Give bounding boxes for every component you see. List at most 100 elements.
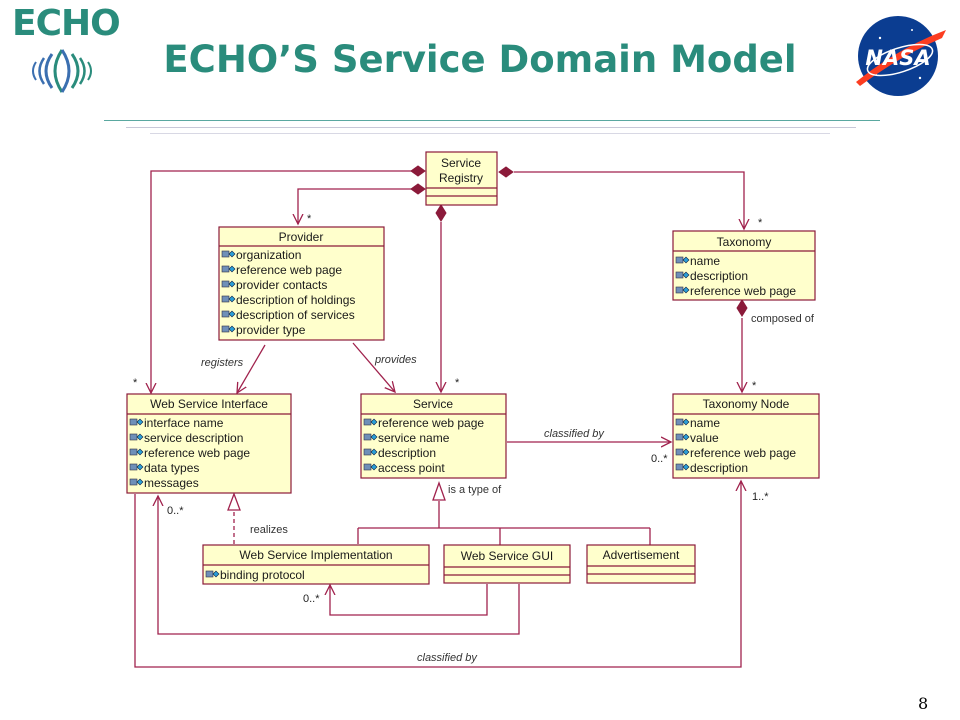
mult-taxnode-0n: 0..* (651, 453, 668, 465)
generalization-triangle (432, 481, 446, 501)
title-rule-light (150, 133, 830, 134)
assoc-gui-impl (330, 584, 488, 616)
attribute-icon (363, 448, 378, 456)
diamond-registry-wsi (410, 165, 426, 177)
attribute-icon (675, 286, 690, 294)
class-advertisement (586, 544, 696, 584)
attribute-icon (363, 418, 378, 426)
realization-triangle (227, 492, 241, 511)
attribute-icon (221, 265, 236, 273)
label-is-a-type-of: is a type of (448, 484, 502, 496)
attribute-icon (363, 433, 378, 441)
attribute-icon (363, 463, 378, 471)
assoc-registry-taxonomy (514, 171, 744, 229)
attribute-label: provider contacts (236, 278, 327, 292)
attribute-label: service name (378, 431, 450, 445)
class-web-service-interface (126, 393, 292, 494)
service-title: Service (413, 397, 453, 411)
class-web-service-gui (443, 544, 571, 584)
label-classified-by-bottom: classified by (417, 652, 478, 664)
assoc-registry-wsi (151, 170, 412, 393)
attribute-icon (675, 418, 690, 426)
taxonomy-node-title: Taxonomy Node (703, 397, 790, 411)
assoc-wsi-taxnode (134, 481, 741, 668)
attribute-label: description (690, 461, 748, 475)
assoc-provider-service (352, 342, 395, 392)
echo-logo-text: ECHO (12, 3, 121, 44)
association-lines (134, 170, 744, 668)
attribute-label: value (690, 431, 719, 445)
attribute-label: name (690, 416, 720, 430)
mult-wsimpl-0n: 0..* (303, 593, 320, 605)
mult-service-star: * (455, 377, 460, 389)
attribute-label: messages (144, 476, 199, 490)
wsi-title: Web Service Interface (150, 397, 268, 411)
class-service (360, 393, 507, 479)
echo-waves-icon (32, 49, 92, 93)
attribute-label: interface name (144, 416, 224, 430)
attribute-label: description of services (236, 308, 355, 322)
mult-taxonomy-star: * (758, 217, 763, 229)
echo-logo: ECHO (12, 4, 124, 96)
label-realizes: realizes (250, 524, 288, 536)
generalization-tree (357, 501, 651, 545)
class-taxonomy (672, 230, 816, 301)
attribute-icon (129, 463, 144, 471)
title-rule-teal (104, 120, 880, 121)
attribute-icon (675, 463, 690, 471)
slide-number: 8 (918, 694, 929, 713)
assoc-registry-provider (298, 188, 412, 224)
attribute-label: access point (378, 461, 445, 475)
attribute-label: description (690, 269, 748, 283)
mult-wsi-0n: 0..* (167, 505, 184, 517)
attribute-icon (129, 418, 144, 426)
ws-gui-title: Web Service GUI (461, 549, 553, 563)
label-composed-of: composed of (751, 313, 815, 325)
attribute-label: reference web page (236, 263, 342, 277)
service-registry-title-2: Registry (439, 171, 483, 185)
attribute-icon (675, 256, 690, 264)
mult-provider-star: * (307, 213, 312, 225)
attribute-icon (675, 433, 690, 441)
attribute-label: binding protocol (220, 568, 305, 582)
attribute-icon (675, 271, 690, 279)
nasa-logo-icon: NASA (856, 16, 946, 96)
nasa-logo-text: NASA (865, 46, 930, 70)
attribute-label: reference web page (690, 284, 796, 298)
attribute-label: description (378, 446, 436, 460)
attribute-label: data types (144, 461, 199, 475)
advertisement-title: Advertisement (603, 548, 680, 562)
attribute-icon (205, 570, 220, 578)
attribute-icon (221, 310, 236, 318)
attribute-icon (675, 448, 690, 456)
diamond-registry-provider (410, 183, 426, 195)
attribute-icon (221, 325, 236, 333)
attribute-icon (129, 478, 144, 486)
label-provides: provides (374, 354, 417, 366)
mult-taxnode-1n: 1..* (752, 491, 769, 503)
title-rule-gray (126, 127, 856, 128)
assoc-provider-wsi (237, 344, 266, 393)
attribute-icon (221, 250, 236, 258)
attribute-label: description of holdings (236, 293, 355, 307)
assoc-gui-wsi (158, 496, 520, 635)
page-title: ECHO’S Service Domain Model (163, 38, 797, 81)
attribute-label: organization (236, 248, 301, 262)
class-taxonomy-node (672, 393, 820, 479)
attribute-icon (221, 295, 236, 303)
attribute-icon (129, 433, 144, 441)
attribute-icon (221, 280, 236, 288)
diamond-taxonomy-node (736, 299, 748, 317)
attribute-label: reference web page (378, 416, 484, 430)
attribute-icon (129, 448, 144, 456)
taxonomy-title: Taxonomy (717, 235, 772, 249)
label-registers: registers (201, 357, 244, 369)
mult-taxnode-star: * (752, 380, 757, 392)
label-classified-by-top: classified by (544, 428, 605, 440)
provider-title: Provider (279, 230, 324, 244)
